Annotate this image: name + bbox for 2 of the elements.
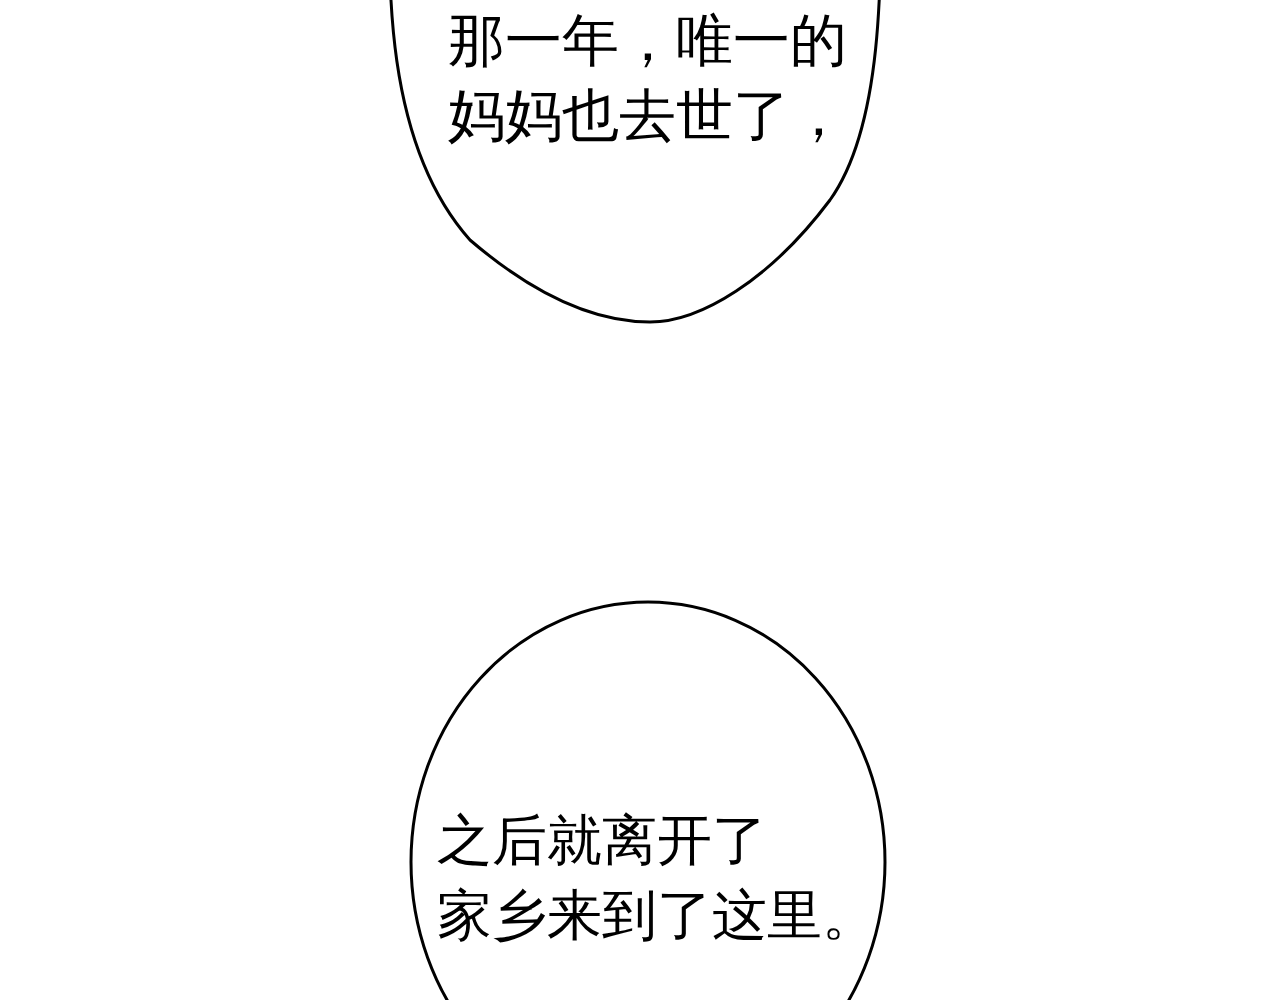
speech-text: 那一年，唯一的妈妈也去世了， <box>448 6 848 150</box>
speech-text: 之后就离开了家乡来到了这里。 <box>437 807 878 949</box>
